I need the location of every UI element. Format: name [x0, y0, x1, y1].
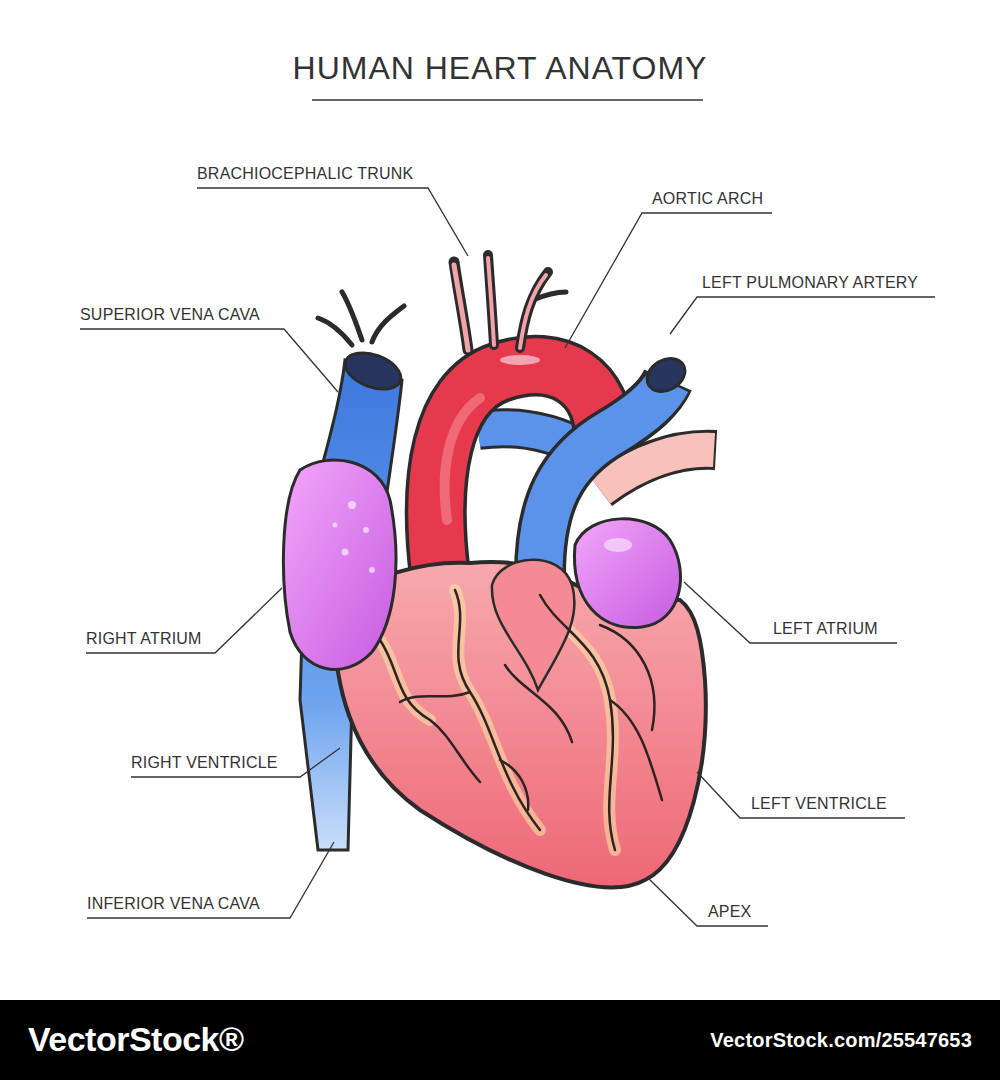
- branch: [488, 258, 494, 345]
- dot: [348, 501, 356, 509]
- right-atrium-shape: [283, 460, 396, 669]
- branch-outline: [533, 292, 566, 300]
- leader-line: [80, 329, 338, 392]
- part-label: RIGHT VENTRICLE: [131, 753, 278, 773]
- branch-outline: [454, 262, 468, 350]
- coronary: [500, 760, 528, 810]
- vena-cava-opening: [340, 346, 405, 396]
- leader-line: [697, 772, 905, 818]
- conus: [492, 560, 575, 690]
- aorta-shine: [500, 355, 540, 365]
- part-label: LEFT ATRIUM: [773, 619, 878, 639]
- part-label: INFERIOR VENA CAVA: [87, 894, 260, 914]
- aorta-highlight: [445, 398, 480, 520]
- coronary: [540, 595, 615, 850]
- leader-line: [648, 878, 768, 926]
- leader-lines: [80, 188, 935, 926]
- part-label: BRACHIOCEPHALIC TRUNK: [197, 164, 413, 184]
- small-vessels: [318, 292, 404, 345]
- dot: [333, 523, 338, 528]
- left-atrium-shape: [574, 519, 680, 628]
- part-label: APEX: [708, 902, 752, 922]
- vessel: [372, 306, 404, 342]
- leader-line: [87, 842, 334, 918]
- watermark: VectorStock®: [28, 1019, 244, 1059]
- branch: [520, 275, 546, 348]
- coronary: [455, 590, 540, 830]
- coronary: [600, 625, 654, 730]
- vessel: [342, 292, 362, 340]
- title-underline: [312, 99, 703, 101]
- part-label: RIGHT ATRIUM: [86, 629, 202, 649]
- coronary: [400, 692, 470, 702]
- dot: [363, 527, 369, 533]
- streaks: [380, 590, 615, 850]
- leader-line: [131, 748, 340, 777]
- branch-outline: [520, 272, 548, 348]
- pulmonary-opening: [641, 352, 691, 398]
- part-label: LEFT VENTRICLE: [751, 794, 887, 814]
- part-label: LEFT PULMONARY ARTERY: [702, 273, 918, 293]
- leader-line: [684, 582, 897, 643]
- leader-line: [86, 588, 282, 653]
- atrium-shine: [604, 538, 632, 552]
- leader-line: [197, 188, 468, 256]
- arch-branches: [454, 255, 566, 350]
- title: HUMAN HEART ANATOMY: [0, 48, 1000, 88]
- coronary: [380, 640, 480, 782]
- coronary: [505, 665, 572, 742]
- atrium-dots: [333, 501, 376, 573]
- branch: [454, 265, 468, 350]
- vessel: [318, 318, 352, 345]
- branch-outline: [488, 255, 494, 345]
- part-label: AORTIC ARCH: [652, 189, 763, 209]
- watermark-bar: [0, 1000, 1000, 1080]
- leader-line: [670, 297, 935, 334]
- part-label: SUPERIOR VENA CAVA: [80, 305, 260, 325]
- dot: [342, 549, 349, 556]
- coronary-vessels: [380, 590, 662, 850]
- watermark: VectorStock.com/25547653: [710, 1028, 972, 1052]
- dot: [369, 567, 375, 573]
